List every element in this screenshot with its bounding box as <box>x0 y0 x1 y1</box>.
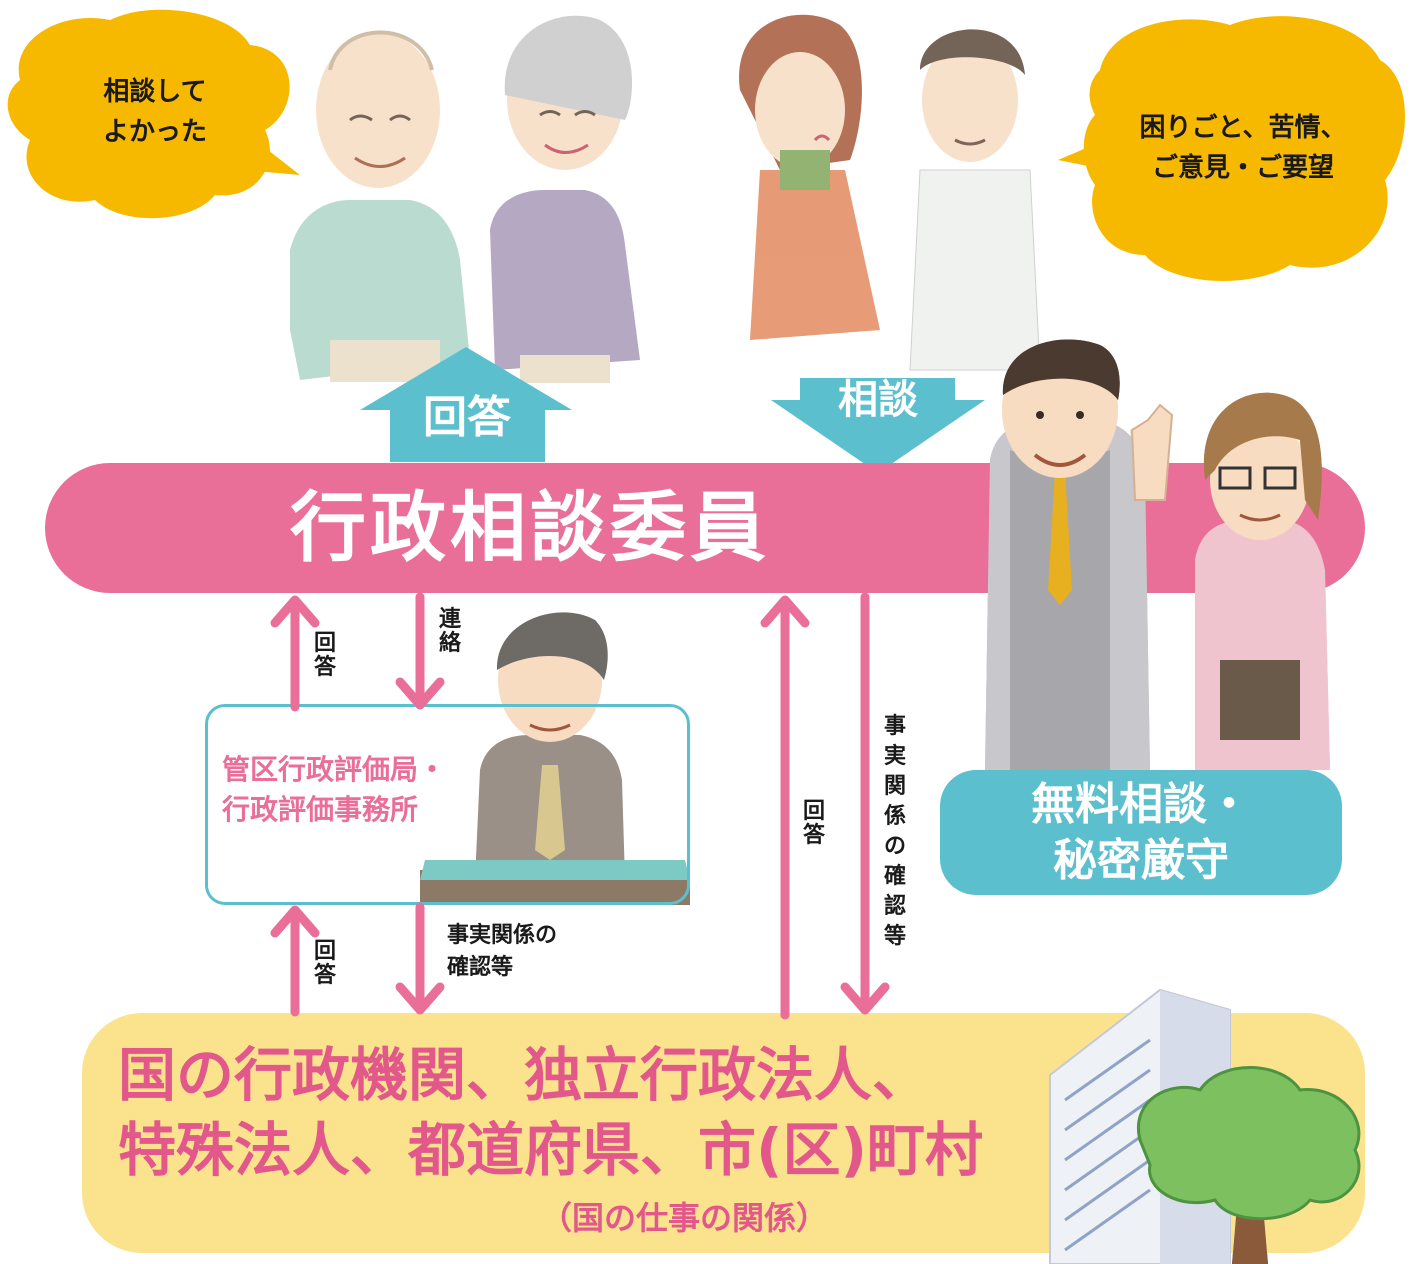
free-badge-line1: 無料相談・ <box>1031 779 1251 830</box>
committee-man-overlay <box>985 339 1174 770</box>
free-consultation-badge <box>940 770 1342 895</box>
agencies-line2: 特殊法人、都道府県、市(区)町村 <box>118 1116 984 1184</box>
elderly-man-figure <box>290 30 470 382</box>
label-reply-right: 回 答 <box>802 799 825 848</box>
arrow-fact-check-mid <box>395 902 445 1015</box>
bureau-box <box>205 704 690 905</box>
answer-arrow-label: 回答 <box>423 392 511 443</box>
arrow-contact <box>395 592 445 710</box>
label-reply-left-top: 回 答 <box>313 631 336 680</box>
speech-bubble-left <box>7 9 300 219</box>
label-contact: 連 絡 <box>438 607 461 656</box>
bubble-right-text: 困りごと、苦情、 ご意見・ご要望 <box>1139 113 1347 183</box>
arrow-reply-left-top <box>270 595 320 712</box>
tree-overlay <box>1136 1066 1361 1264</box>
label-reply-left-bottom: 回 答 <box>313 939 336 988</box>
young-man-figure <box>909 29 1041 371</box>
agencies-line1: 国の行政機関、独立行政法人、 <box>118 1041 931 1109</box>
bubble-left-text: 相談して よかった <box>102 77 207 147</box>
free-badge-line2: 秘密厳守 <box>1053 835 1229 886</box>
label-fact-check-right: 事 実 関 係 の 確 認 等 <box>883 714 906 949</box>
label-fact-check-mid: 事実関係の 確認等 <box>447 923 558 980</box>
elderly-woman-figure <box>490 15 640 383</box>
young-woman-figure <box>739 14 880 340</box>
committee-label: 行政相談委員 <box>290 483 770 572</box>
arrow-reply-left-bottom <box>270 905 320 1017</box>
clerk-figure <box>420 612 690 905</box>
speech-bubble-right <box>1058 16 1405 282</box>
consult-down-arrow <box>771 378 985 473</box>
arrow-reply-right <box>760 595 810 1020</box>
bureau-label-line2: 行政評価事務所 <box>222 793 419 826</box>
committee-woman-overlay <box>1195 392 1330 770</box>
bureau-label-line1: 管区行政評価局・ <box>222 753 447 786</box>
agencies-note: （国の仕事の関係） <box>540 1199 829 1237</box>
answer-up-arrow <box>360 347 572 462</box>
consult-arrow-label: 相談 <box>838 377 918 423</box>
arrow-fact-check-right <box>840 592 890 1015</box>
